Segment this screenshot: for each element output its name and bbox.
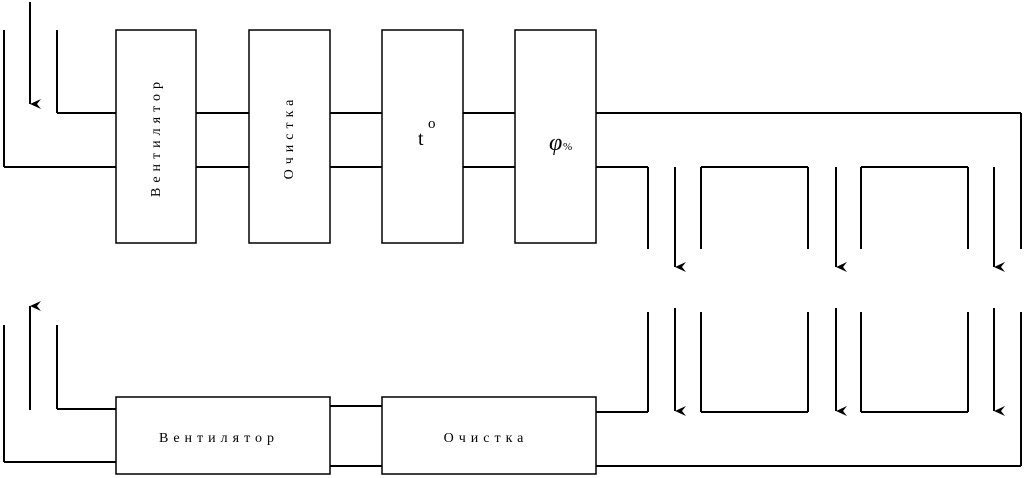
- supply-fan-label: Вентилятор: [149, 77, 164, 197]
- exhaust-duct: [3, 312, 1022, 467]
- temperature-symbol: t: [418, 128, 424, 150]
- exhaust-fan-label: Вентилятор: [159, 431, 279, 446]
- supply-filter-label: Очистка: [282, 95, 297, 180]
- humidity-percent: %: [563, 141, 572, 153]
- exhaust-fan-block: Вентилятор: [115, 396, 331, 475]
- exhaust-filter-label: Очистка: [444, 431, 529, 446]
- humidity-symbol: φ: [549, 130, 562, 156]
- supply-duct: [3, 30, 1022, 249]
- supply-heater-block: t o: [381, 29, 464, 244]
- supply-humidity-block: φ %: [514, 29, 597, 244]
- supply-fan-block: Вентилятор: [115, 29, 197, 244]
- temperature-degree: o: [428, 116, 436, 132]
- supply-filter-block: Очистка: [248, 29, 331, 244]
- exhaust-filter-block: Очистка: [381, 396, 597, 475]
